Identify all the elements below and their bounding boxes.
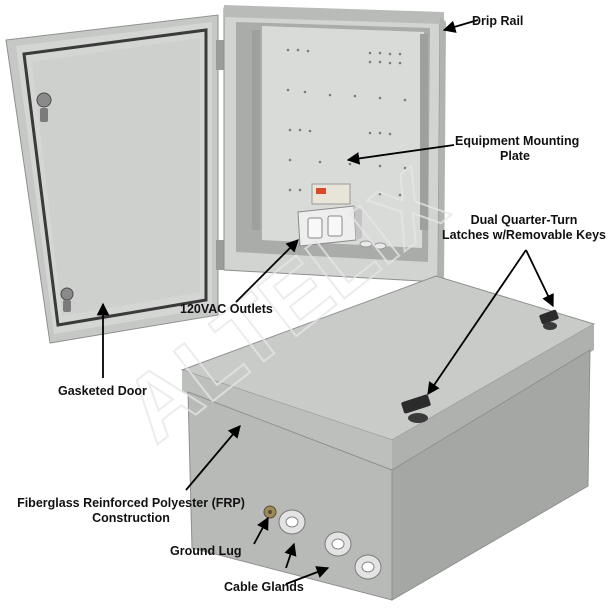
label-gasketed-door: Gasketed Door (58, 384, 147, 398)
arrow-drip-rail (442, 19, 479, 33)
cabinet-body (223, 5, 446, 286)
door-latch-bottom-icon (60, 287, 74, 312)
arrow-latch-left (427, 249, 527, 396)
hinge-bottom-icon (216, 240, 224, 270)
arrow-cable-gland-2 (285, 566, 330, 585)
label-latches: Dual Quarter-Turn Latches w/Removable Ke… (440, 213, 608, 243)
cable-gland-2-icon (324, 531, 352, 557)
arrow-outlets (235, 239, 299, 303)
open-enclosure (5, 5, 446, 344)
hinge-top-icon (216, 40, 224, 70)
label-ground-lug: Ground Lug (170, 544, 242, 558)
cable-gland-1-icon (278, 509, 306, 535)
mounting-plate-holes (286, 48, 407, 197)
label-latches-line1: Dual Quarter-Turn (470, 213, 578, 227)
label-mounting-plate-line2: Plate (500, 149, 530, 163)
cable-gland-3-icon (354, 554, 382, 580)
arrow-mounting-plate (346, 144, 455, 165)
enclosure-door (5, 14, 219, 344)
label-cable-glands: Cable Glands (224, 580, 304, 594)
label-latches-line2: Latches w/Removable Keys (442, 228, 606, 242)
ground-lug-icon (263, 505, 277, 519)
label-frp: Fiberglass Reinforced Polyester (FRP) Co… (6, 496, 256, 526)
door-latch-top-icon (36, 92, 52, 122)
label-mounting-plate: Equipment Mounting Plate (455, 134, 580, 164)
label-frp-line1: Fiberglass Reinforced Polyester (FRP) (17, 496, 245, 510)
latch-key-left-icon (401, 394, 431, 423)
drip-rail (224, 5, 444, 24)
arrow-cable-gland-1 (284, 542, 297, 569)
outlet-receptacle-right-icon (327, 215, 343, 237)
label-frp-line2: Construction (92, 511, 170, 525)
outlet-receptacle-left-icon (307, 217, 323, 239)
arrow-latch-right (525, 249, 554, 308)
label-mounting-plate-line1: Equipment Mounting (455, 134, 580, 148)
arrow-ground-lug (253, 516, 269, 545)
latch-key-right-icon (539, 309, 559, 330)
callout-arrows (96, 19, 554, 585)
label-outlets: 120VAC Outlets (180, 302, 273, 316)
outlet-box (297, 183, 362, 247)
label-drip-rail: Drip Rail (472, 14, 524, 28)
arrow-frp (185, 425, 241, 491)
mounting-plate (262, 26, 424, 248)
